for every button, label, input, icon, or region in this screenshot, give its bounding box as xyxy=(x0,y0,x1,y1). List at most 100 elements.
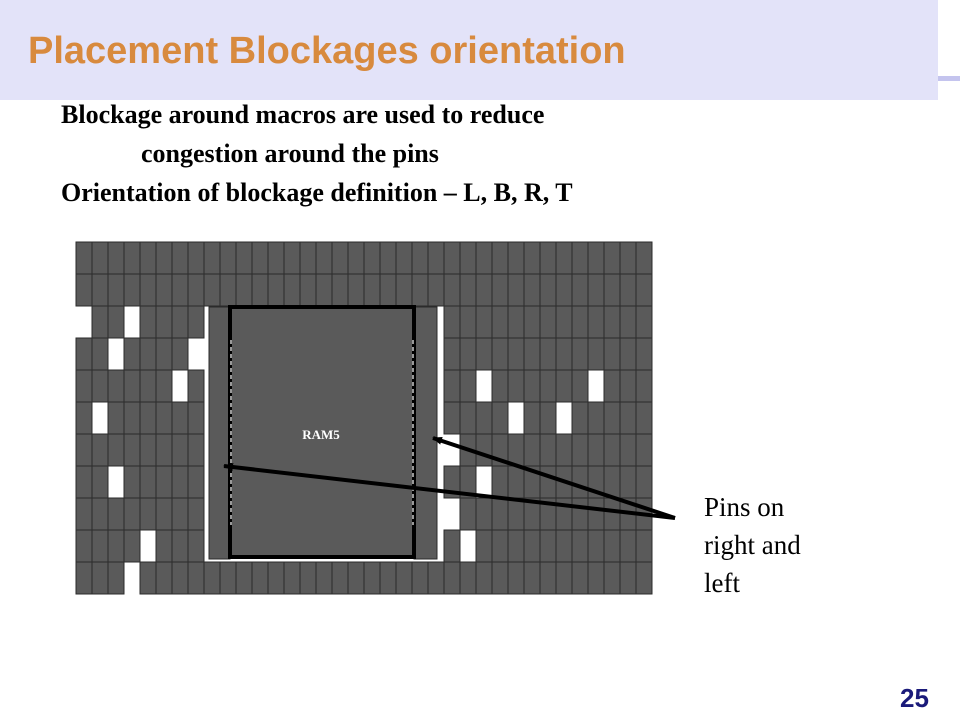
standard-cell xyxy=(123,369,141,403)
standard-cell xyxy=(571,465,589,499)
standard-cell xyxy=(603,369,621,403)
standard-cell xyxy=(619,465,637,499)
standard-cell xyxy=(139,337,157,371)
ram-macro xyxy=(228,305,416,559)
standard-cell xyxy=(171,305,189,339)
standard-cell xyxy=(491,561,509,595)
standard-cell xyxy=(139,369,157,403)
standard-cell xyxy=(539,241,557,275)
standard-cell xyxy=(491,337,509,371)
standard-cell xyxy=(475,305,493,339)
standard-cell xyxy=(155,497,173,531)
standard-cell xyxy=(587,433,605,467)
standard-cell xyxy=(603,273,621,307)
standard-cell xyxy=(507,241,525,275)
standard-cell xyxy=(523,337,541,371)
standard-cell xyxy=(91,433,109,467)
standard-cell xyxy=(411,273,429,307)
standard-cell xyxy=(555,273,573,307)
standard-cell xyxy=(603,497,621,531)
standard-cell xyxy=(475,241,493,275)
standard-cell xyxy=(107,305,125,339)
standard-cell xyxy=(635,433,653,467)
standard-cell xyxy=(619,337,637,371)
standard-cell xyxy=(619,561,637,595)
standard-cell xyxy=(555,241,573,275)
standard-cell xyxy=(587,241,605,275)
standard-cell xyxy=(155,369,173,403)
standard-cell xyxy=(75,433,93,467)
standard-cell xyxy=(75,337,93,371)
standard-cell xyxy=(123,497,141,531)
standard-cell xyxy=(555,305,573,339)
standard-cell xyxy=(587,561,605,595)
standard-cell xyxy=(75,241,93,275)
standard-cell xyxy=(635,561,653,595)
standard-cell xyxy=(539,401,557,435)
standard-cell xyxy=(155,561,173,595)
standard-cell xyxy=(443,337,461,371)
standard-cell xyxy=(171,497,189,531)
standard-cell xyxy=(139,497,157,531)
bullet-line-1: Blockage around macros are used to reduc… xyxy=(61,100,545,129)
standard-cell xyxy=(523,369,541,403)
standard-cell xyxy=(523,273,541,307)
standard-cell xyxy=(491,305,509,339)
standard-cell xyxy=(107,273,125,307)
standard-cell xyxy=(555,561,573,595)
standard-cell xyxy=(523,305,541,339)
standard-cell xyxy=(475,337,493,371)
standard-cell xyxy=(475,561,493,595)
standard-cell xyxy=(571,369,589,403)
standard-cell xyxy=(459,241,477,275)
arrow-to-right-pins xyxy=(432,436,676,520)
standard-cell xyxy=(91,305,109,339)
standard-cell xyxy=(571,273,589,307)
standard-cell xyxy=(251,241,269,275)
arrow-to-left-pins xyxy=(223,463,676,520)
callout-line-1: Pins on xyxy=(704,492,785,522)
standard-cell xyxy=(171,337,189,371)
standard-cell xyxy=(619,305,637,339)
standard-cell xyxy=(331,273,349,307)
standard-cell xyxy=(571,529,589,563)
standard-cell xyxy=(283,561,301,595)
standard-cell xyxy=(315,241,333,275)
standard-cell xyxy=(443,401,461,435)
standard-cell xyxy=(443,529,461,563)
standard-cell xyxy=(203,273,221,307)
standard-cell xyxy=(523,241,541,275)
standard-cell xyxy=(75,497,93,531)
standard-cell xyxy=(459,401,477,435)
standard-cell xyxy=(491,465,509,499)
standard-cell xyxy=(123,337,141,371)
standard-cell xyxy=(219,273,237,307)
standard-cell xyxy=(587,337,605,371)
standard-cell xyxy=(539,305,557,339)
left-blockage xyxy=(208,306,231,560)
standard-cell xyxy=(187,433,205,467)
standard-cell xyxy=(379,241,397,275)
standard-cell xyxy=(507,369,525,403)
standard-cell xyxy=(75,273,93,307)
standard-cell xyxy=(587,529,605,563)
standard-cell xyxy=(139,305,157,339)
standard-cell xyxy=(603,561,621,595)
standard-cell xyxy=(347,561,365,595)
standard-cell xyxy=(491,273,509,307)
standard-cell xyxy=(507,305,525,339)
standard-cell xyxy=(539,561,557,595)
bullet-list: Blockage around macros are used to reduc… xyxy=(61,95,761,212)
standard-cell xyxy=(571,337,589,371)
standard-cell xyxy=(139,273,157,307)
standard-cell xyxy=(571,561,589,595)
standard-cell xyxy=(171,465,189,499)
right-blockage xyxy=(413,306,438,560)
standard-cell xyxy=(155,433,173,467)
standard-cell xyxy=(539,433,557,467)
standard-cell xyxy=(235,273,253,307)
standard-cell xyxy=(139,465,157,499)
standard-cell xyxy=(635,401,653,435)
standard-cell xyxy=(267,241,285,275)
